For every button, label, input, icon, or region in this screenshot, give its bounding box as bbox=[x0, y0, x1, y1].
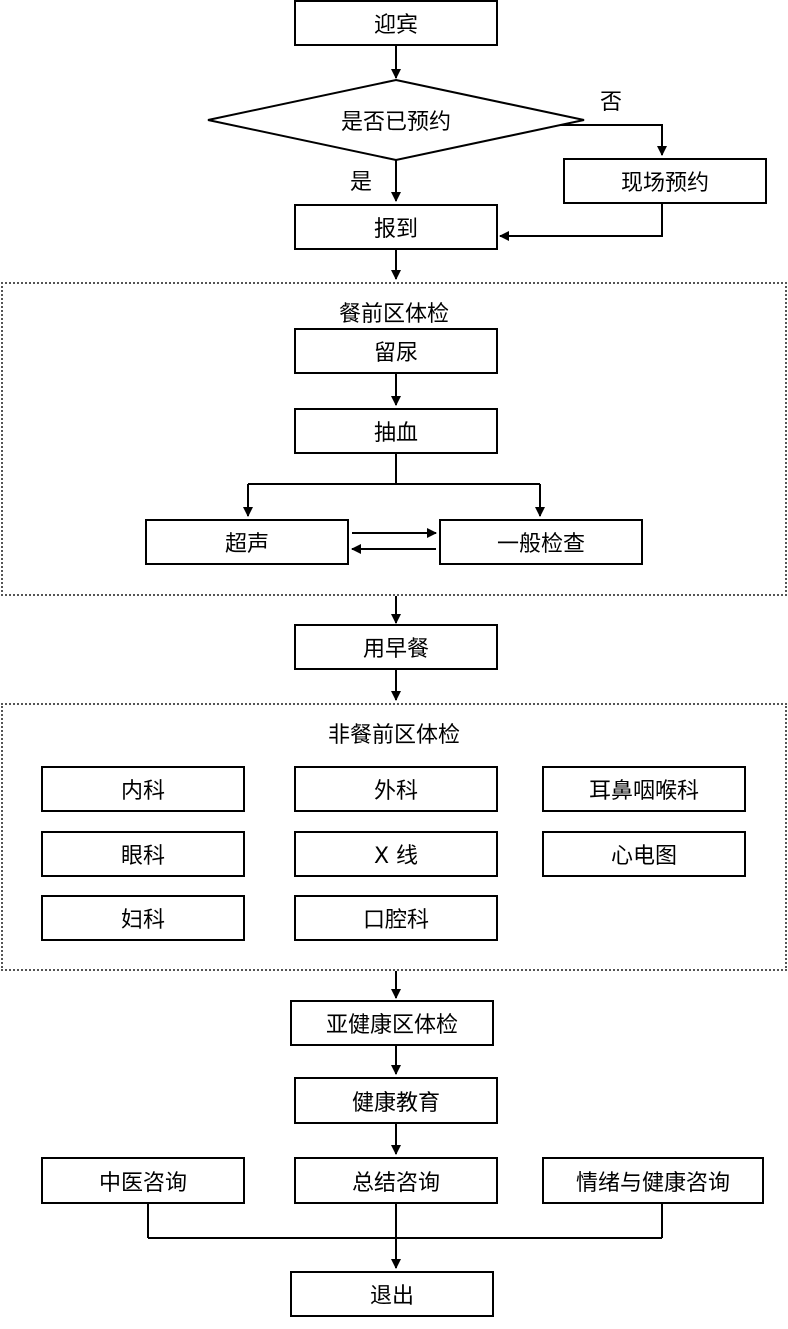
exam-item-label: 妇科 bbox=[120, 908, 165, 933]
decision-label: 是否已预约 bbox=[340, 110, 451, 135]
health-education-label: 健康教育 bbox=[351, 1090, 440, 1116]
urine-box: 留尿 bbox=[294, 328, 498, 374]
yes-label: 是 bbox=[350, 170, 373, 195]
consult-label: 情绪与健康咨询 bbox=[575, 1170, 730, 1196]
ultrasound-box: 超声 bbox=[145, 519, 349, 565]
exit-label: 退出 bbox=[369, 1284, 414, 1309]
welcome-label: 迎宾 bbox=[373, 13, 418, 38]
subhealth-label: 亚健康区体检 bbox=[325, 1013, 458, 1038]
exit-box: 退出 bbox=[290, 1271, 494, 1317]
fasting-section: 餐前区体检 bbox=[1, 282, 787, 596]
breakfast-box: 用早餐 bbox=[294, 624, 498, 670]
exam-item-label: 内科 bbox=[120, 779, 165, 804]
exam-xray: X 线 bbox=[294, 831, 498, 877]
ultrasound-label: 超声 bbox=[224, 532, 269, 557]
general-exam-label: 一般检查 bbox=[496, 532, 585, 557]
tcm-consult-box: 中医咨询 bbox=[41, 1157, 245, 1204]
health-education-box: 健康教育 bbox=[294, 1077, 498, 1124]
check-in-box: 报到 bbox=[294, 204, 498, 250]
breakfast-label: 用早餐 bbox=[362, 637, 429, 662]
check-in-label: 报到 bbox=[373, 217, 418, 242]
welcome-box: 迎宾 bbox=[294, 0, 498, 46]
onsite-booking-box: 现场预约 bbox=[563, 158, 767, 204]
consult-label: 中医咨询 bbox=[98, 1170, 187, 1196]
exam-dental: 口腔科 bbox=[294, 895, 498, 941]
exam-item-label: 口腔科 bbox=[362, 908, 429, 933]
exam-item-label: 眼科 bbox=[120, 844, 165, 869]
exam-item-label: X 线 bbox=[373, 844, 419, 869]
blood-box: 抽血 bbox=[294, 408, 498, 454]
exam-ecg: 心电图 bbox=[542, 831, 746, 877]
exam-item-label: 外科 bbox=[373, 779, 418, 804]
fasting-section-title: 餐前区体检 bbox=[338, 302, 449, 327]
no-label: 否 bbox=[600, 90, 623, 115]
onsite-booking-label: 现场预约 bbox=[620, 171, 709, 196]
urine-label: 留尿 bbox=[373, 341, 418, 366]
exam-gynecology: 妇科 bbox=[41, 895, 245, 941]
general-exam-box: 一般检查 bbox=[439, 519, 643, 565]
consult-label: 总结咨询 bbox=[351, 1170, 440, 1196]
exam-item-label: 心电图 bbox=[610, 844, 677, 869]
exam-internal-medicine: 内科 bbox=[41, 766, 245, 812]
exam-item-label: 耳鼻咽喉科 bbox=[588, 779, 699, 804]
exam-ent: 耳鼻咽喉科 bbox=[542, 766, 746, 812]
exam-ophthalmology: 眼科 bbox=[41, 831, 245, 877]
subhealth-box: 亚健康区体检 bbox=[290, 1000, 494, 1046]
summary-consult-box: 总结咨询 bbox=[294, 1157, 498, 1204]
non-fasting-section: 非餐前区体检 bbox=[1, 703, 787, 971]
non-fasting-section-title: 非餐前区体检 bbox=[327, 723, 460, 748]
exam-surgery: 外科 bbox=[294, 766, 498, 812]
blood-label: 抽血 bbox=[373, 421, 418, 446]
emotion-health-consult-box: 情绪与健康咨询 bbox=[542, 1157, 764, 1204]
